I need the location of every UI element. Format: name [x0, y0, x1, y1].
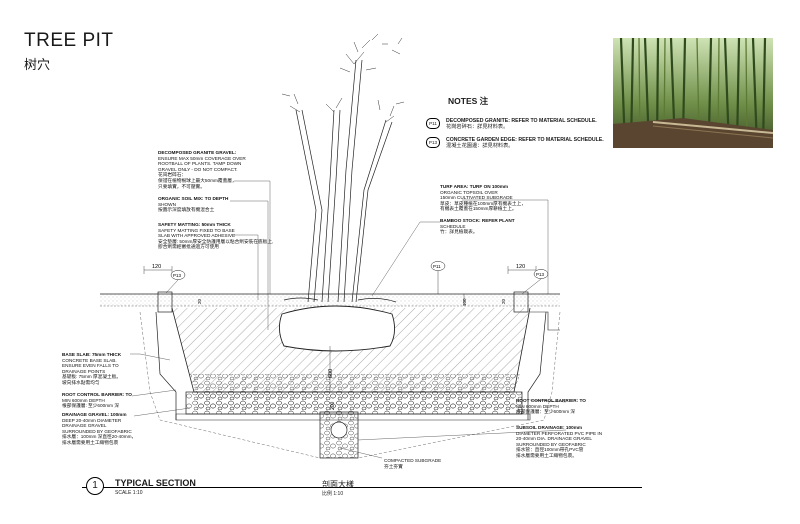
note-text: DECOMPOSED GRANITE: REFER TO MATERIAL SC…	[446, 118, 597, 131]
page-title: TREE PIT	[24, 30, 114, 51]
tag-p11-mid: P11	[433, 264, 441, 269]
dim-120-left: 120	[152, 264, 161, 270]
section-title-rule	[82, 487, 642, 488]
section-scale-cn: 比例 1:10	[322, 491, 344, 497]
drainage-gravel	[185, 391, 523, 415]
section-title-cn: 剖面大樣	[322, 480, 354, 489]
dim-20-left: 20	[197, 298, 202, 304]
annotation-organic-soil-mix: ORGANIC SOIL MIX: TO DEPTH SHOWN 按圖示深度填放…	[158, 196, 229, 213]
bamboo-foliage	[281, 33, 405, 123]
note-item: P13	[426, 137, 440, 148]
dim-20-right: 20	[501, 298, 506, 304]
section-scale: SCALE 1:10	[115, 490, 143, 496]
note-item: P11	[426, 118, 440, 129]
page-subtitle: 树穴	[24, 57, 51, 72]
annotation-root-control-barrier-left: ROOT CONTROL BARRIER: TO MIN 600mm DEPTH…	[62, 392, 132, 409]
annotation-safety-matting: SAFETY MATTING: 50mm THICK SAFETY MATTIN…	[158, 222, 274, 250]
dim-600: 600	[328, 369, 334, 378]
section-title: TYPICAL SECTION	[115, 478, 196, 488]
annotation-base-slab: BASE SLAB: 75mm THICK CONCRETE BASE SLAB…	[62, 352, 122, 385]
dim-120-right: 120	[516, 264, 525, 270]
bamboo-grove-photo	[613, 38, 773, 148]
notes-title: NOTES 注	[448, 96, 489, 106]
note-tag: P13	[426, 137, 440, 148]
garden-edge-left	[157, 291, 173, 313]
annotation-subsoil-drainage: SUBSOIL DRAINAGE: 100mm DIAMETER PERFORA…	[516, 425, 603, 458]
annotation-root-control-barrier-right: ROOT CONTROL BARRIER: TO MIN 600mm DEPTH…	[516, 398, 586, 415]
pvc-pipe	[330, 421, 348, 439]
section-number: 1	[86, 477, 104, 495]
note-tag: P11	[426, 118, 440, 129]
bamboo-culms	[283, 59, 397, 303]
dim-100: 100	[462, 298, 467, 306]
tag-p13-right: P13	[536, 272, 545, 277]
dim-200: 200	[330, 401, 336, 410]
annotation-compacted-subgrade: COMPACTED SUBGRADE 夯土夯實	[384, 458, 442, 469]
leader-lines	[130, 180, 567, 459]
root-ball	[279, 305, 395, 352]
annotation-turf-area: TURF AREA: TURF ON 100mm ORGANIC TOPSOIL…	[440, 184, 526, 212]
annotation-decomposed-granite-gravel: DECOMPOSED GRANITE GRAVEL: ENSURE MAX 50…	[158, 150, 246, 189]
tag-p13-left: P13	[173, 273, 182, 278]
note-text: CONCRETE GARDEN EDGE: REFER TO MATERIAL …	[446, 137, 604, 150]
annotation-drainage-gravel: DRAINAGE GRAVEL: 100mm DEEP 20-40mm DIAM…	[62, 412, 137, 445]
annotation-bamboo-stock: BAMBOO STOCK: REFER PLANT SCHEDULE 竹：詳見植…	[440, 218, 515, 235]
